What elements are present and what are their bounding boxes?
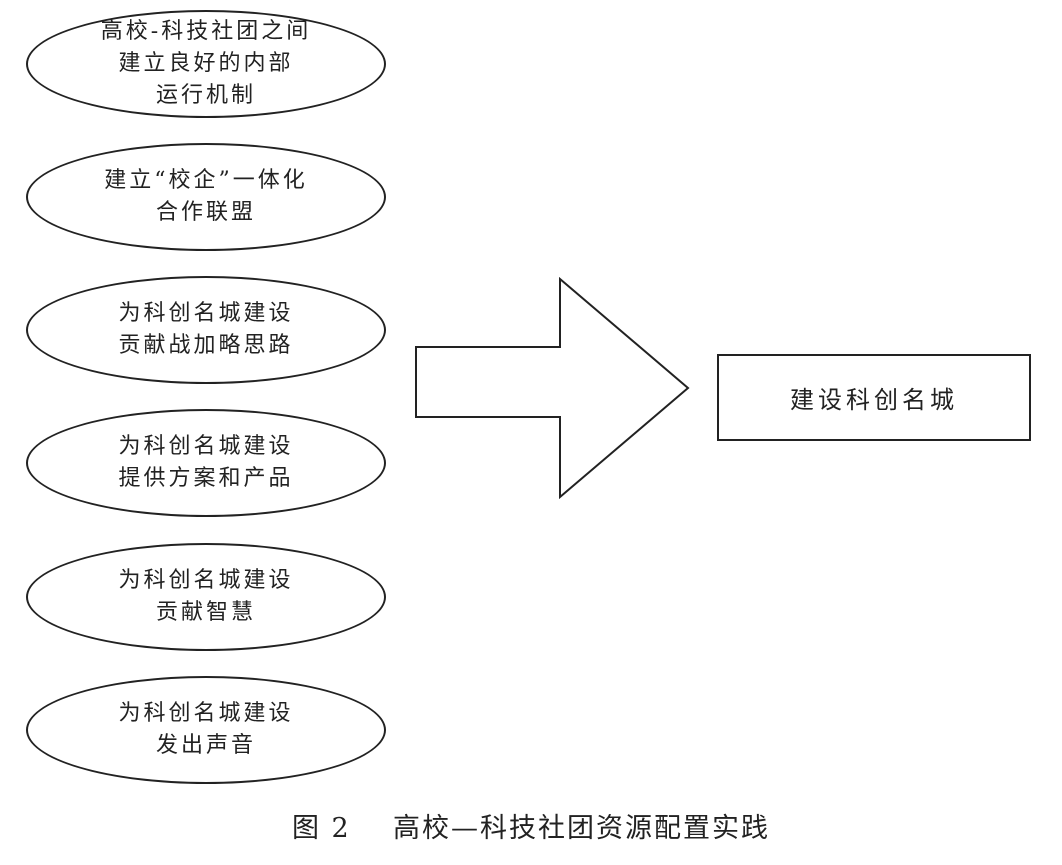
target-box: 建设科创名城 [717, 354, 1031, 441]
practice-ellipse-3: 为科创名城建设 贡献战加略思路 [26, 276, 386, 384]
practice-text-4: 为科创名城建设 提供方案和产品 [118, 434, 294, 491]
practice-ellipse-1: 高校-科技社团之间 建立良好的内部 运行机制 [26, 10, 386, 118]
practice-ellipse-5: 为科创名城建设 贡献智慧 [26, 543, 386, 651]
practice-text-2: 建立“校企”一体化 合作联盟 [104, 168, 308, 225]
practice-ellipse-2: 建立“校企”一体化 合作联盟 [26, 143, 386, 251]
practice-text-6: 为科创名城建设 发出声音 [118, 701, 294, 758]
practice-ellipse-4: 为科创名城建设 提供方案和产品 [26, 409, 386, 517]
right-arrow-icon [415, 277, 690, 499]
figure-caption: 图 2 高校—科技社团资源配置实践 [0, 806, 1062, 845]
figure-label: 图 2 [291, 813, 351, 844]
practice-text-5: 为科创名城建设 贡献智慧 [118, 568, 294, 625]
arrow-shape [415, 277, 690, 499]
practice-ellipse-6: 为科创名城建设 发出声音 [26, 676, 386, 784]
practice-text-1: 高校-科技社团之间 建立良好的内部 运行机制 [100, 19, 312, 108]
figure-title: 高校—科技社团资源配置实践 [393, 813, 771, 844]
target-text: 建设科创名城 [790, 386, 958, 414]
practice-text-3: 为科创名城建设 贡献战加略思路 [118, 301, 294, 358]
